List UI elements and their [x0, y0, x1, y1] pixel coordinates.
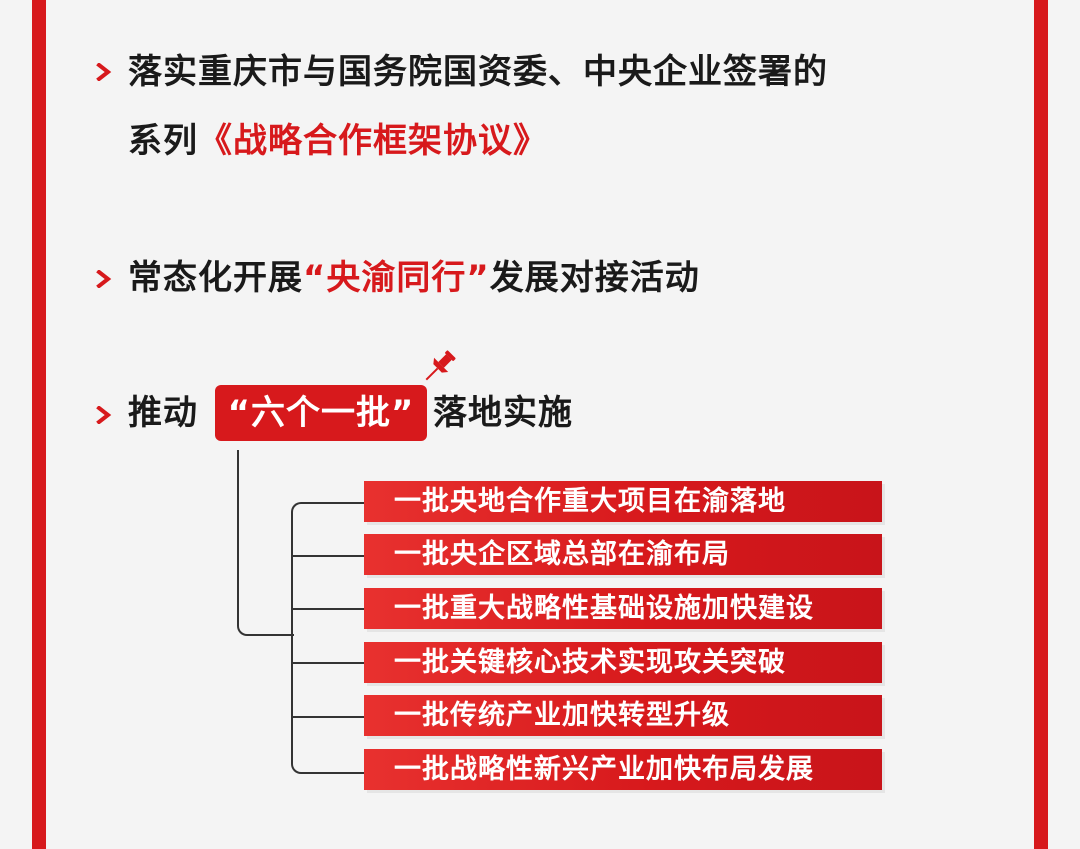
sub-item-bar: 一批央企区域总部在渝布局 [364, 534, 882, 575]
item1-prefix: 系列 [128, 121, 198, 161]
left-border-bar [32, 0, 52, 849]
item3-prefix: 推动 [128, 393, 198, 433]
sub-item-label: 一批央地合作重大项目在渝落地 [394, 486, 786, 517]
sub-item-bar: 一批传统产业加快转型升级 [364, 695, 882, 736]
sub-item-bar: 一批关键核心技术实现攻关突破 [364, 642, 882, 683]
sub-item-label: 一批战略性新兴产业加快布局发展 [394, 754, 814, 785]
tree-branch-line [292, 608, 364, 610]
item2-prefix: 常态化开展 [128, 258, 303, 298]
chevron-right-icon [95, 63, 113, 81]
tree-branch-bracket [291, 502, 366, 774]
item3-highlight-box: “六个一批” [215, 385, 427, 441]
item1-agreement-title: 《战略合作框架协议》 [198, 121, 548, 161]
chevron-right-icon [95, 270, 113, 288]
sub-item-label: 一批传统产业加快转型升级 [394, 700, 730, 731]
item2-highlight: “央渝同行” [303, 258, 490, 298]
item2-line: 常态化开展“央渝同行”发展对接活动 [128, 258, 700, 298]
sub-item-bar: 一批重大战略性基础设施加快建设 [364, 588, 882, 629]
tree-main-connector [237, 450, 294, 636]
chevron-right-icon [95, 406, 113, 424]
item3-suffix: 落地实施 [433, 393, 573, 433]
right-border-bar [1028, 0, 1048, 849]
item1-line1: 落实重庆市与国务院国资委、中央企业签署的 [128, 52, 828, 92]
item2-suffix: 发展对接活动 [489, 258, 700, 298]
pushpin-icon [418, 346, 460, 388]
tree-branch-line [292, 662, 364, 664]
item1-line2: 系列《战略合作框架协议》 [128, 121, 548, 161]
sub-item-label: 一批关键核心技术实现攻关突破 [394, 647, 786, 678]
sub-item-label: 一批重大战略性基础设施加快建设 [394, 593, 814, 624]
sub-item-label: 一批央企区域总部在渝布局 [394, 539, 730, 570]
sub-item-bar: 一批战略性新兴产业加快布局发展 [364, 749, 882, 790]
sub-item-bar: 一批央地合作重大项目在渝落地 [364, 481, 882, 522]
tree-branch-line [292, 555, 364, 557]
tree-branch-line [292, 716, 364, 718]
